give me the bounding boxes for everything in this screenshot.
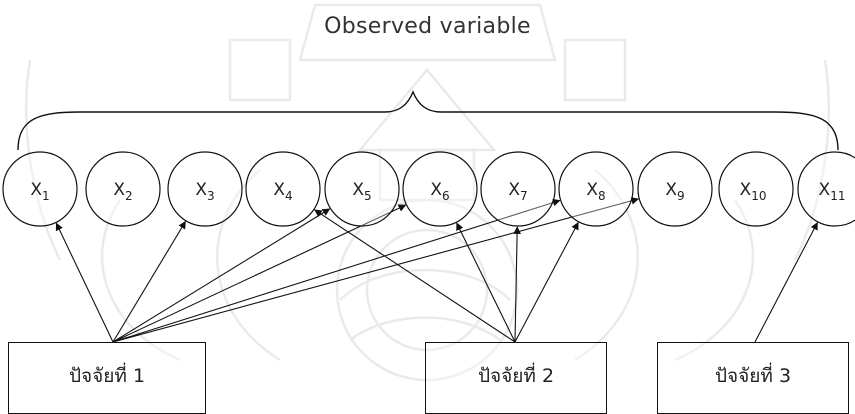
arrow-factor2-to-x4 — [314, 209, 516, 343]
arrow-factor2-to-x7 — [513, 226, 521, 343]
arrow-factor1-to-x5 — [112, 208, 331, 343]
curly-brace — [17, 90, 839, 151]
variable-node-x2: X2 — [85, 151, 161, 227]
arrow-factor1-to-x8 — [112, 198, 561, 343]
variable-circle — [167, 151, 243, 227]
variable-node-x1: X1 — [2, 151, 78, 227]
arrow-factor1-to-x3 — [112, 220, 186, 343]
variable-circle — [245, 151, 321, 227]
variable-circle — [558, 151, 634, 227]
arrow-factor1-to-x1 — [55, 222, 114, 343]
variable-label: X9 — [665, 180, 684, 203]
variable-node-x3: X3 — [167, 151, 243, 227]
variable-circle — [402, 151, 478, 227]
variable-label: X2 — [113, 180, 132, 203]
variable-node-x9: X9 — [637, 151, 713, 227]
variable-node-x6: X6 — [402, 151, 478, 227]
factor-label-3: ปัจจัยที่ 3 — [714, 365, 792, 387]
variable-label: X7 — [508, 180, 527, 203]
arrow-factor1-to-x9 — [112, 197, 640, 343]
variable-circle — [797, 151, 855, 227]
variable-label: X1 — [30, 180, 49, 203]
factor-box-2: ปัจจัยที่ 2 — [425, 342, 607, 414]
variable-node-x4: X4 — [245, 151, 321, 227]
variable-circle — [718, 151, 794, 227]
variable-label: X10 — [740, 180, 767, 203]
arrow-factor3-to-x11 — [754, 221, 818, 343]
factor-box-3: ปัจจัยที่ 3 — [657, 342, 849, 414]
variable-circle — [2, 151, 78, 227]
variable-label: X4 — [273, 180, 292, 203]
variable-label: X8 — [586, 180, 605, 203]
factor-box-1: ปัจจัยที่ 1 — [8, 342, 206, 414]
variable-label: X3 — [195, 180, 214, 203]
variable-circle — [637, 151, 713, 227]
diagram-title: Observed variable — [324, 14, 531, 39]
variable-circle — [324, 151, 400, 227]
variable-label: X6 — [430, 180, 449, 203]
variable-node-x11: X11 — [797, 151, 855, 227]
variable-label: X5 — [352, 180, 371, 203]
variable-circle — [85, 151, 161, 227]
variable-node-x5: X5 — [324, 151, 400, 227]
factor-label-1: ปัจจัยที่ 1 — [68, 365, 146, 387]
variable-circle — [480, 151, 556, 227]
observed-variables: X1 X2 X3 X4 X5 X6 X7 X8 X9 X10 X11 — [2, 151, 855, 227]
variable-label: X11 — [819, 180, 846, 203]
variable-node-x10: X10 — [718, 151, 794, 227]
arrow-factor2-to-x6 — [456, 222, 516, 343]
arrow-factor1-to-x6 — [112, 204, 407, 343]
variable-node-x8: X8 — [558, 151, 634, 227]
factor-label-2: ปัจจัยที่ 2 — [477, 365, 555, 387]
variable-node-x7: X7 — [480, 151, 556, 227]
loading-arrows — [55, 197, 818, 343]
arrow-factor2-to-x8 — [514, 221, 579, 343]
